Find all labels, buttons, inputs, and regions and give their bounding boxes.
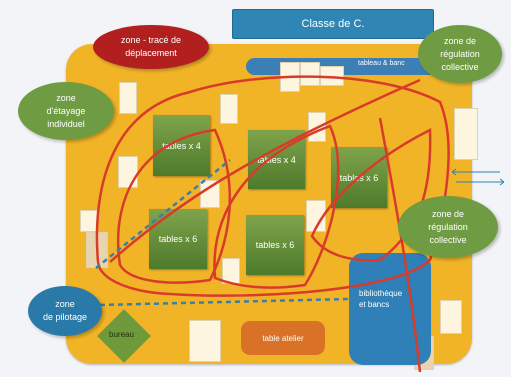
tables-x6-left: tables x 6: [149, 209, 207, 269]
figure-top-center: [220, 94, 238, 124]
route-inner-right: [310, 128, 432, 262]
route-diagonal: [109, 78, 421, 263]
route-down: [378, 117, 422, 373]
route-inner-center: [213, 124, 340, 289]
bubble-etayage: zone d'étayage individuel: [18, 82, 114, 140]
route-inner-left: [116, 128, 231, 284]
bubble-pilotage: zone de pilotage: [28, 286, 102, 336]
bibliotheque-label: bibliothèque et bancs: [359, 289, 403, 309]
dashed-line-right: [99, 296, 391, 307]
dashed-line-up: [95, 159, 231, 269]
deplacement-routes: [95, 75, 450, 373]
page-title: Classe de C.: [232, 9, 434, 39]
tableau-label: tableau & banc: [358, 60, 405, 67]
figure-mid-right: [306, 200, 326, 232]
figure-atelier: [189, 320, 221, 362]
arrows-right: [451, 168, 505, 186]
figure-top-left: [119, 82, 137, 114]
bubble-regulation-bottom: zone de régulation collective: [398, 196, 498, 258]
figure-top-tableau2: [300, 62, 320, 86]
table-atelier: table atelier: [241, 321, 325, 355]
bureau-label: bureau: [109, 330, 134, 339]
tables-x6-center: tables x 6: [246, 215, 304, 275]
route-outer: [95, 75, 450, 297]
figure-bottom-right: [440, 300, 462, 334]
bubble-regulation-top: zone de régulation collective: [418, 25, 502, 83]
figure-right-wall: [454, 108, 478, 160]
tables-x4-left: tables x 4: [153, 115, 210, 176]
pilotage-lines: [95, 159, 391, 307]
bubble-deplacement: zone - tracé de déplacement: [93, 25, 209, 69]
